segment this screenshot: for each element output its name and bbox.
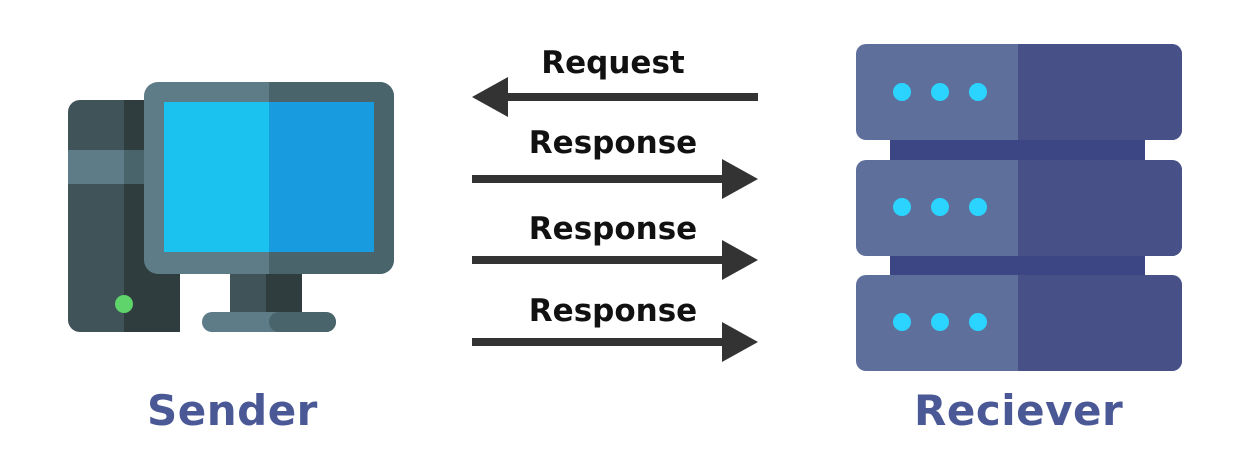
receiver-label: Reciever — [914, 386, 1124, 435]
desktop-computer-icon — [62, 78, 402, 340]
request-label: Request — [541, 45, 685, 81]
server-rack-icon — [850, 42, 1185, 375]
response-label: Response — [528, 211, 698, 247]
response-arrow-right — [470, 157, 760, 201]
response-label: Response — [528, 125, 698, 161]
response-arrow-right — [470, 320, 760, 364]
request-arrow-left — [470, 75, 760, 119]
sender-label: Sender — [147, 386, 318, 435]
response-label: Response — [528, 293, 698, 329]
response-arrow-right — [470, 238, 760, 282]
